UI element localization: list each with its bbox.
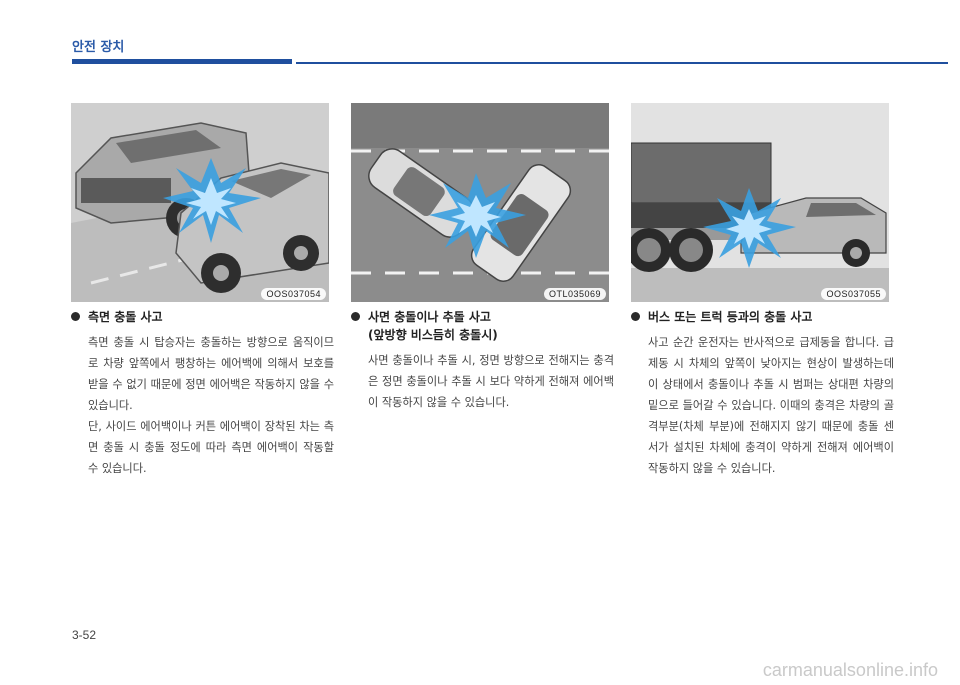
section-title-text: 사면 충돌이나 추돌 사고 [368,310,491,324]
section-title-text: 버스 또는 트럭 등과의 충돌 사고 [648,310,813,324]
section-heading: 버스 또는 트럭 등과의 충돌 사고 [631,308,901,326]
figure-code: OOS037054 [261,288,326,300]
section-subtitle: (앞방향 비스듬히 충돌시) [368,328,498,342]
section-truck-collision: 버스 또는 트럭 등과의 충돌 사고 사고 순간 운전자는 반사적으로 급제동을… [631,308,901,479]
section-heading: 사면 충돌이나 추돌 사고 (앞방향 비스듬히 충돌시) [351,308,621,344]
section-title-text: 측면 충돌 사고 [88,310,163,324]
section-paragraph: 사고 순간 운전자는 반사적으로 급제동을 합니다. 급제동 시 차체의 앞쪽이… [648,336,894,475]
watermark: carmanualsonline.info [762,660,938,680]
header-rule-accent [72,59,292,64]
section-paragraph: 단, 사이드 에어백이나 커튼 에어백이 장착된 차는 측면 충돌 시 충돌 정… [88,420,334,475]
figure-oblique-collision: OTL035069 [351,103,609,302]
section-side-collision: 측면 충돌 사고 측면 충돌 시 탑승자는 충돌하는 방향으로 움직이므로 차량… [71,308,341,479]
figure-truck-underride: OOS037055 [631,103,889,302]
truck-underride-illustration [631,103,889,302]
figure-code: OOS037055 [821,288,886,300]
page-number: 3-52 [72,628,97,642]
section-paragraph: 사면 충돌이나 추돌 시, 정면 방향으로 전해지는 충격은 정면 충돌이나 추… [368,354,614,409]
figure-code: OTL035069 [543,288,606,300]
section-oblique-collision: 사면 충돌이나 추돌 사고 (앞방향 비스듬히 충돌시) 사면 충돌이나 추돌 … [351,308,621,413]
section-title: 안전 장치 [72,40,125,55]
header-rule [296,62,948,64]
bullet-icon [71,312,80,321]
figure-side-collision: OOS037054 [71,103,329,302]
bullet-icon [351,312,360,321]
section-heading: 측면 충돌 사고 [71,308,341,326]
oblique-collision-illustration [351,103,609,302]
bullet-icon [631,312,640,321]
section-paragraph: 측면 충돌 시 탑승자는 충돌하는 방향으로 움직이므로 차량 앞쪽에서 팽창하… [88,336,334,412]
side-collision-illustration [71,103,329,302]
